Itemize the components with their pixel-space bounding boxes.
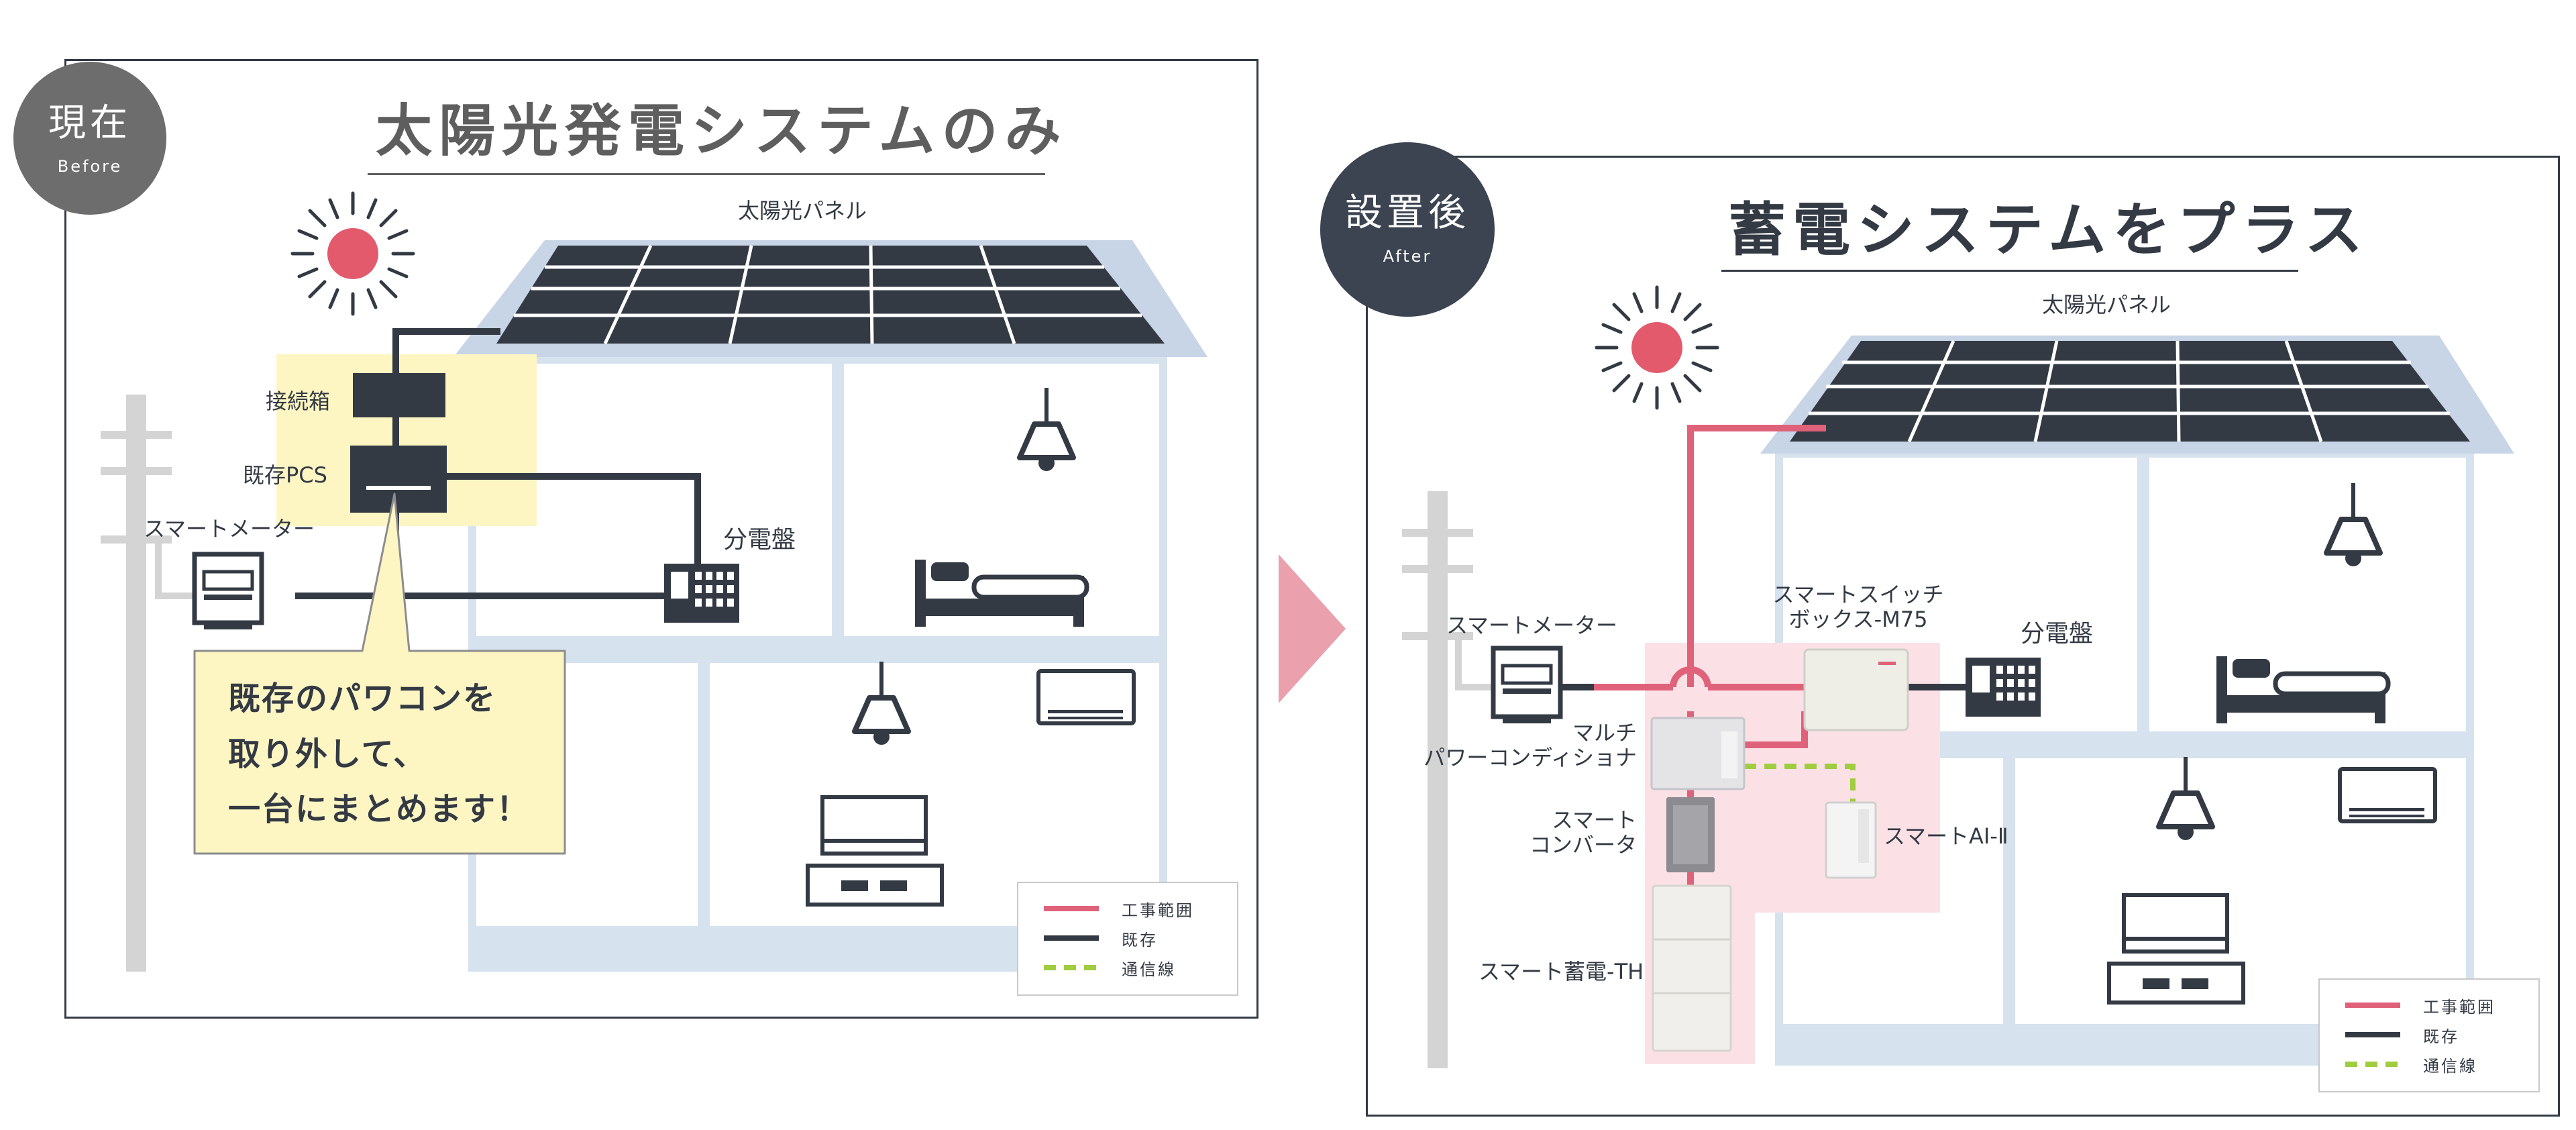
solar-panel-before	[496, 244, 1165, 345]
multi-power-conditioner	[1650, 717, 1746, 790]
distribution-board-before	[664, 564, 739, 623]
after-title-underline	[1721, 270, 2298, 272]
after-badge-main: 設置後	[1345, 191, 1470, 235]
bed-after	[2216, 656, 2391, 723]
before-badge-main: 現在	[48, 101, 131, 145]
after-badge: 設置後 After	[1320, 142, 1495, 317]
legend-swatch-comm	[1044, 965, 1099, 970]
tv-unit-after	[2107, 893, 2245, 1005]
tv-unit-before	[806, 795, 944, 907]
smart-ai-unit	[1825, 801, 1877, 879]
callout-line-2: 取り外して、	[228, 735, 427, 773]
existing-pcs	[350, 446, 447, 513]
callout-line-3: 一台にまとめます！	[228, 790, 531, 829]
sun-after	[1595, 285, 1719, 410]
utility-pole-before	[101, 395, 172, 972]
callout-line-1: 既存のパワコンを	[228, 680, 497, 717]
sun-before	[290, 191, 415, 316]
smart-converter-label-line-1: スマート	[1551, 807, 1637, 833]
smart-switch-box	[1803, 648, 1909, 731]
solar-panel-label-before: 太陽光パネル	[738, 198, 867, 223]
junction-box-label: 接続箱	[266, 389, 331, 414]
junction-box-before	[353, 373, 445, 417]
multi-pcs-label: マルチ パワーコンディショナ	[1415, 721, 1637, 770]
legend-before: 工事範囲 既存 通信線	[1017, 882, 1238, 996]
legend-swatch-existing	[1044, 935, 1099, 941]
multi-pcs-label-line-1: マルチ	[1572, 720, 1637, 746]
smart-meter-label-after: スマートメーター	[1446, 613, 1618, 638]
smart-meter-label-before: スマートメーター	[144, 516, 315, 542]
legend-swatch-existing-after	[2345, 1032, 2400, 1037]
smart-switch-label-line-2: ボックス-M75	[1788, 606, 1928, 632]
distribution-board-label-after: 分電盤	[2021, 620, 2094, 648]
before-after-arrow	[1279, 554, 1346, 703]
distribution-board-after	[1966, 658, 2041, 717]
after-title: 蓄電システムをプラス	[1728, 197, 2369, 264]
air-conditioner-after	[2338, 767, 2437, 823]
smart-meter-after	[1491, 646, 1563, 723]
smart-switch-label: スマートスイッチ ボックス-M75	[1771, 582, 1945, 632]
smart-battery	[1652, 884, 1732, 1052]
after-badge-sub: After	[1383, 247, 1432, 266]
legend-label-existing-after: 既存	[2423, 1027, 2459, 1046]
utility-pole-after	[1402, 491, 1473, 1068]
ceiling-lamp-before-2	[852, 662, 911, 745]
legend-label-comm-after: 通信線	[2423, 1056, 2477, 1076]
ceiling-lamp-before-1	[1017, 388, 1076, 471]
smart-battery-label: スマート蓄電-TH	[1479, 959, 1644, 984]
legend-swatch-construction-after	[2345, 1003, 2400, 1008]
before-title-underline	[368, 173, 1045, 175]
callout-text: 既存のパワコンを 取り外して、 一台にまとめます！	[228, 671, 530, 837]
smart-converter-label-line-2: コンバータ	[1529, 831, 1637, 858]
before-title: 太陽光発電システムのみ	[376, 98, 1068, 164]
legend-label-existing: 既存	[1122, 930, 1158, 949]
smart-meter-before	[192, 552, 264, 629]
legend-swatch-construction	[1044, 906, 1099, 911]
legend-swatch-comm-after	[2345, 1062, 2400, 1067]
after-panel	[1366, 156, 2560, 1117]
legend-after: 工事範囲 既存 通信線	[2318, 978, 2540, 1092]
distribution-board-label-before: 分電盤	[723, 526, 796, 554]
existing-pcs-label: 既存PCS	[243, 462, 327, 488]
legend-label-construction-after: 工事範囲	[2423, 997, 2496, 1017]
solar-panel-label-after: 太陽光パネル	[2042, 292, 2171, 317]
legend-label-comm: 通信線	[1122, 960, 1176, 979]
legend-label-construction: 工事範囲	[1122, 901, 1194, 920]
solar-panel-after	[1790, 340, 2470, 443]
air-conditioner-before	[1036, 669, 1136, 725]
smart-switch-label-line-1: スマートスイッチ	[1772, 582, 1944, 607]
before-badge-sub: Before	[57, 157, 123, 176]
smart-converter	[1666, 797, 1715, 872]
multi-pcs-label-line-2: パワーコンディショナ	[1424, 744, 1637, 770]
ceiling-lamp-after-1	[2324, 483, 2383, 566]
before-badge: 現在 Before	[13, 62, 166, 215]
ceiling-lamp-after-2	[2156, 757, 2215, 840]
smart-converter-label: スマート コンバータ	[1496, 808, 1637, 858]
bed-before	[915, 560, 1089, 627]
smart-ai-label: スマートAI-Ⅱ	[1884, 823, 2008, 849]
